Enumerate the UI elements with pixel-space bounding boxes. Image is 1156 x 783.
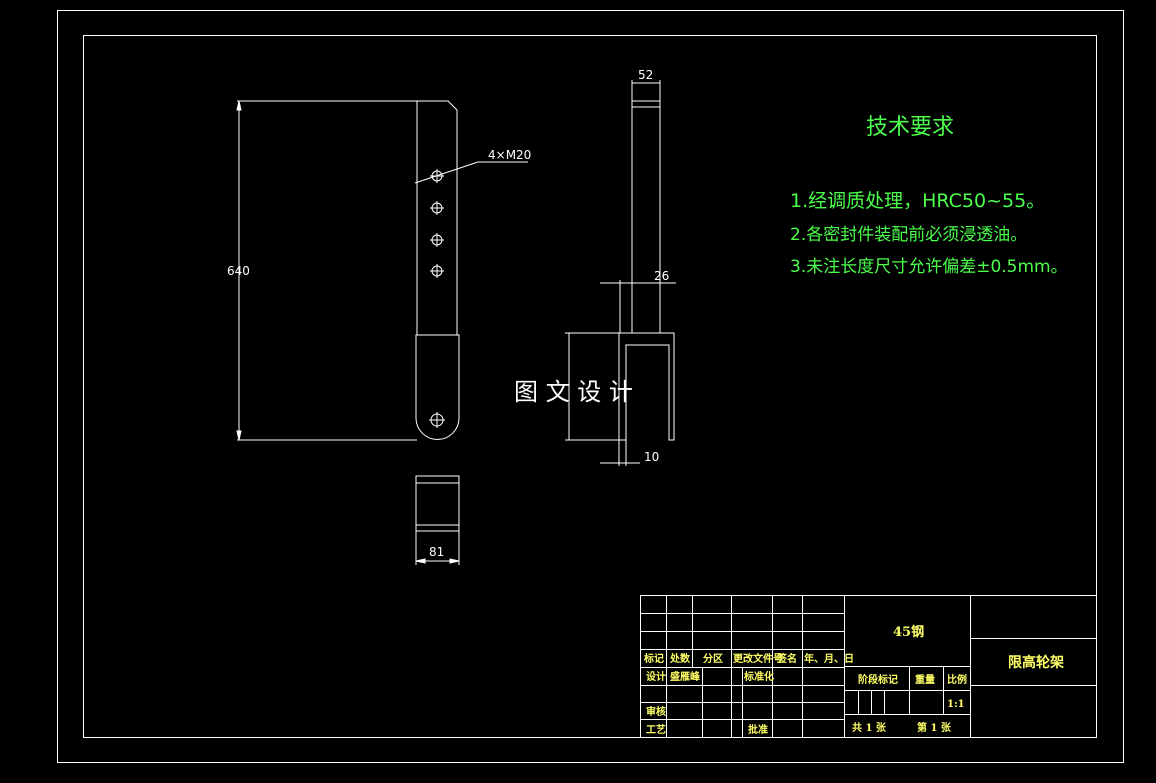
tb-weight: 重量 [915,673,935,686]
bottom-view [415,475,460,565]
tb-mark: 标记 [643,652,664,665]
tb-count: 处数 [669,652,691,665]
dim-52: 52 [638,68,653,82]
tb-stage-mark: 阶段标记 [858,673,898,686]
requirement-2: 2.各密封件装配前必须浸透油。 [790,225,1027,245]
tb-review: 审核 [646,705,666,718]
tb-design: 设计 [646,670,666,683]
tb-sheet-total: 共 1 张 [852,721,887,734]
dim-26: 26 [654,269,669,283]
tb-designer: 盛雁峰 [670,670,701,683]
tb-change-doc: 更改文件号 [733,652,783,665]
tb-date: 年、月、日 [804,652,854,665]
outer-frame [57,10,1124,763]
tb-zone: 分区 [703,652,723,665]
dim-640: 640 [227,264,250,278]
tb-sign: 签名 [776,652,797,665]
tb-part-name: 限高轮架 [1008,654,1064,671]
dim-thread: 4×M20 [488,148,531,162]
front-view [236,100,528,441]
title-block [640,595,1097,738]
tb-standardize: 标准化 [743,670,774,683]
tb-approve: 批准 [748,723,768,736]
requirements-title: 技术要求 [866,115,954,140]
dim-81: 81 [429,545,444,559]
dim-10: 10 [644,450,659,464]
tb-process: 工艺 [646,723,666,736]
tb-scale-label: 比例 [947,673,967,686]
requirement-3: 3.未注长度尺寸允许偏差±0.5mm。 [790,257,1068,277]
watermark: 图 文 设 计 [514,378,633,406]
inner-frame [83,35,1097,738]
requirement-1: 1.经调质处理，HRC50~55。 [790,190,1045,212]
tb-sheet-no: 第 1 张 [917,721,952,734]
tb-scale-value: 1:1 [947,699,965,710]
side-view [565,80,676,466]
tb-material: 45钢 [893,624,924,640]
